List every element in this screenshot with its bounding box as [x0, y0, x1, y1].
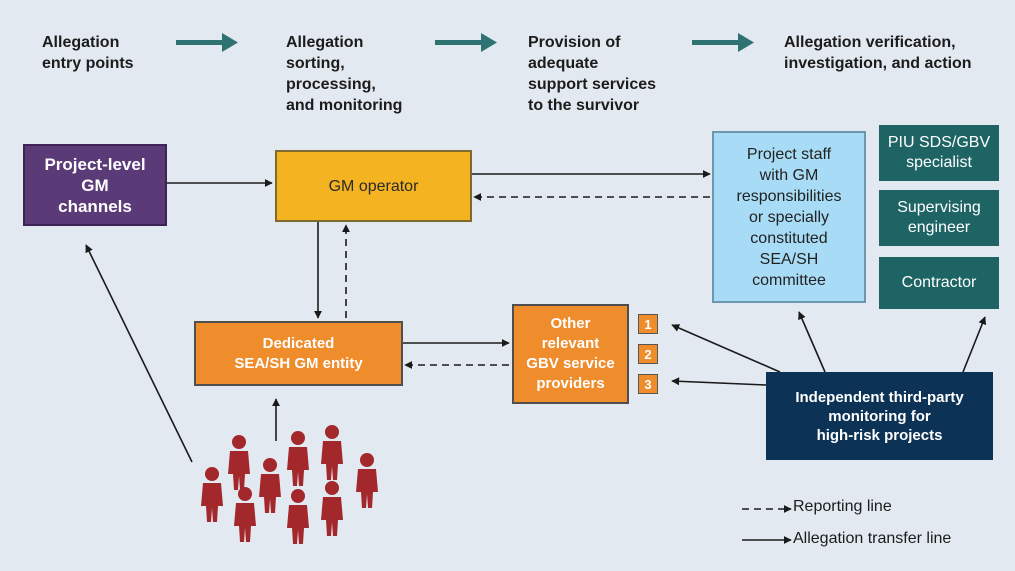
person-icon — [321, 481, 343, 536]
piu-specialist-box: PIU SDS/GBV specialist — [879, 125, 999, 181]
contractor-box: Contractor — [879, 257, 999, 309]
gm-channels-box: Project-level GM channels — [23, 144, 167, 226]
other-providers-box: Other relevant GBV service providers — [512, 304, 629, 404]
arrow-thirdparty-to-provider-1 — [671, 324, 781, 373]
gm-operator-box: GM operator — [275, 150, 472, 222]
arrow-people-to-channels — [85, 244, 193, 463]
header-entry-points: Allegation entry points — [42, 34, 134, 72]
header-verification: Allegation verification, investigation, … — [784, 34, 972, 72]
person-icon — [228, 435, 250, 490]
person-icon — [201, 467, 223, 522]
dedicated-entity-box: Dedicated SEA/SH GM entity — [194, 321, 403, 386]
provider-number-3: 3 — [638, 374, 658, 394]
person-icon — [287, 489, 309, 544]
third-party-monitoring-box: Independent third-party monitoring for h… — [766, 372, 993, 460]
header-arrows — [176, 33, 754, 52]
supervising-engineer-box: Supervising engineer — [879, 190, 999, 246]
header-sorting: Allegation sorting, processing, and moni… — [286, 34, 403, 114]
arrow-thirdparty-to-contractor — [962, 316, 987, 373]
arrow-thirdparty-to-staff — [798, 311, 826, 373]
person-icon — [321, 425, 343, 480]
provider-number-1: 1 — [638, 314, 658, 334]
provider-number-2: 2 — [638, 344, 658, 364]
people-group — [201, 425, 378, 544]
arrow-thirdparty-to-provider-3 — [671, 377, 767, 386]
legend-transfer-line: Allegation transfer line — [793, 530, 952, 547]
person-icon — [356, 453, 378, 508]
person-icon — [234, 487, 256, 542]
project-staff-box: Project staff with GM responsibilities o… — [712, 131, 866, 303]
header-support-services: Provision of adequate support services t… — [528, 34, 657, 114]
person-icon — [287, 431, 309, 486]
legend-reporting-line: Reporting line — [793, 498, 892, 515]
person-icon — [259, 458, 281, 513]
